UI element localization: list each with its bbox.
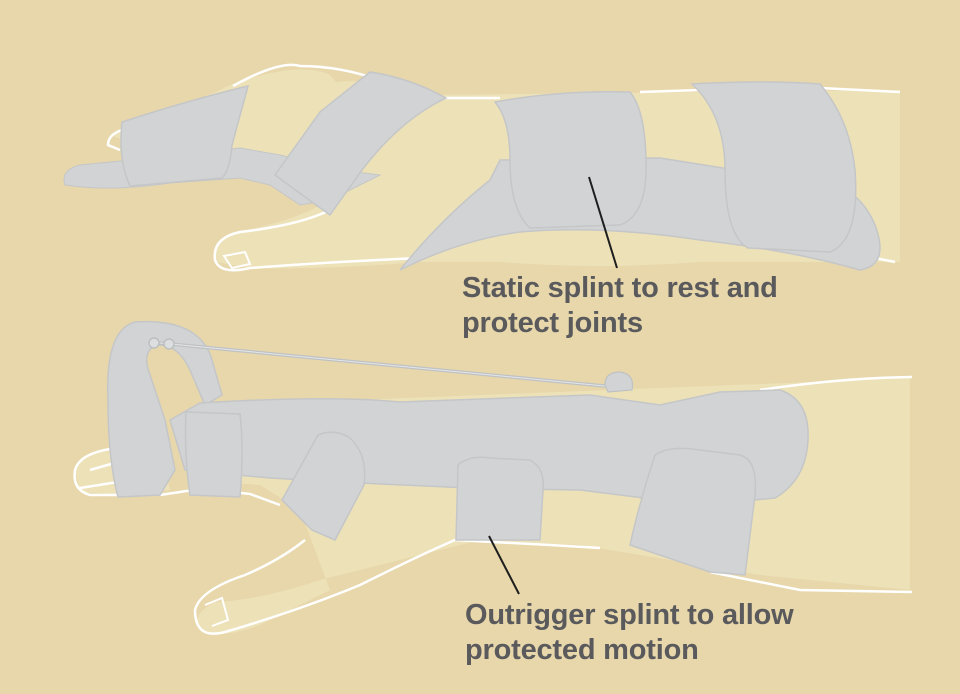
forearm-strap-top (690, 81, 857, 253)
static-splint-label: Static splint to rest and protect joints (462, 271, 778, 341)
outrigger-splint-label-line-1: Outrigger splint to allow (465, 599, 794, 631)
outrigger-rod-highlight (149, 341, 626, 389)
finger-strap-top (120, 84, 250, 187)
wrist-strap-bottom (455, 456, 544, 541)
thumbnail-outline-bottom (204, 596, 230, 627)
static-splint-label-line-2: protect joints (462, 307, 643, 339)
leader-line-outrigger (488, 535, 520, 595)
outrigger-mount (604, 371, 634, 393)
palm-strap-bottom (281, 431, 366, 541)
finger-loop (106, 320, 223, 498)
palm-strap-top (273, 71, 448, 217)
thumb-outline-bottom (193, 538, 601, 635)
static-splint-label-line-1: Static splint to rest and (462, 272, 778, 304)
wrist-strap-top (493, 90, 647, 229)
thumbnail-outline-top (222, 250, 252, 270)
forearm-strap-bottom (629, 447, 757, 576)
pulley-bead-2 (163, 338, 175, 350)
forearm-bottom-outline-bottom (709, 570, 913, 594)
outrigger-splint-label-line-2: protected motion (465, 634, 699, 666)
forearm-outline-top (639, 86, 901, 94)
mcp-strap-bottom (184, 411, 243, 498)
thumb-outline-top (213, 208, 421, 272)
pulley-bead-1 (148, 337, 160, 349)
leader-line-static (588, 176, 618, 269)
forearm-outline-bottom (759, 375, 913, 392)
static-splint-figure (63, 63, 901, 272)
outrigger-splint-figure (73, 320, 913, 635)
outrigger-splint-label: Outrigger splint to allow protected moti… (465, 598, 794, 668)
